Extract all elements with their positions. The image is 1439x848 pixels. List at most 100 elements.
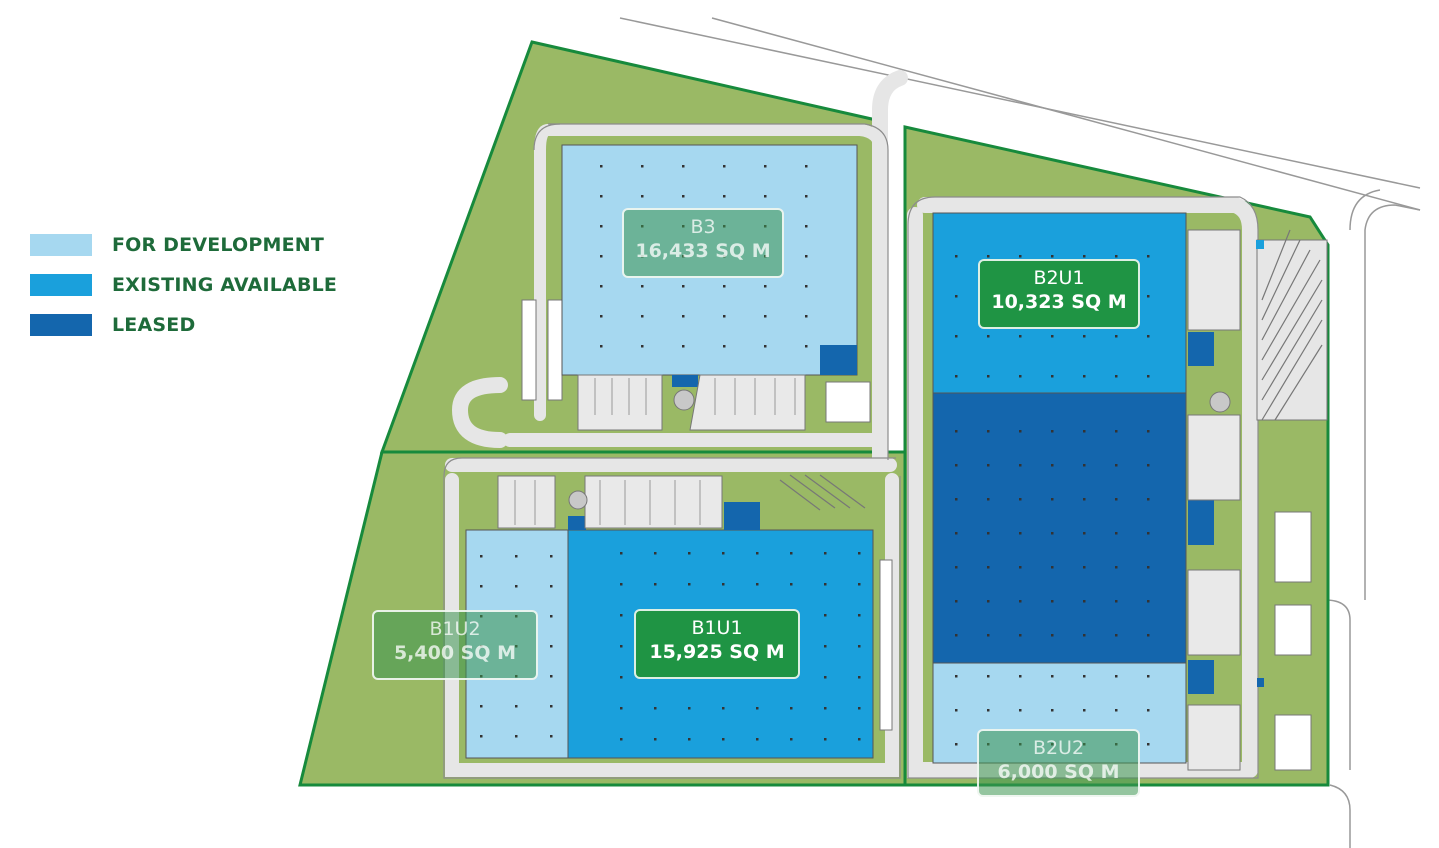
legend-swatch bbox=[30, 274, 92, 296]
column-dot bbox=[641, 165, 644, 168]
column-dot bbox=[764, 345, 767, 348]
column-dot bbox=[1051, 335, 1054, 338]
column-dot bbox=[824, 707, 827, 710]
column-dot bbox=[756, 583, 759, 586]
column-dot bbox=[764, 165, 767, 168]
column-dot bbox=[641, 285, 644, 288]
column-dot bbox=[682, 165, 685, 168]
column-dot bbox=[600, 315, 603, 318]
column-dot bbox=[790, 552, 793, 555]
legend-item-existing-available: EXISTING AVAILABLE bbox=[30, 265, 337, 305]
column-dot bbox=[987, 464, 990, 467]
column-dot bbox=[550, 555, 553, 558]
column-dot bbox=[987, 566, 990, 569]
column-dot bbox=[688, 738, 691, 741]
column-dot bbox=[1147, 566, 1150, 569]
column-dot bbox=[1147, 430, 1150, 433]
column-dot bbox=[688, 707, 691, 710]
column-dot bbox=[955, 532, 958, 535]
unit-label-b2u2[interactable]: B2U2 6,000 SQ M bbox=[977, 729, 1140, 797]
building-b3-office bbox=[820, 345, 857, 375]
column-dot bbox=[1083, 375, 1086, 378]
column-dot bbox=[987, 600, 990, 603]
column-dot bbox=[722, 738, 725, 741]
unit-area: 15,925 SQ M bbox=[649, 641, 785, 663]
column-dot bbox=[858, 614, 861, 617]
column-dot bbox=[722, 707, 725, 710]
column-dot bbox=[550, 615, 553, 618]
column-dot bbox=[1051, 255, 1054, 258]
external-road bbox=[619, 17, 1421, 848]
column-dot bbox=[550, 705, 553, 708]
column-dot bbox=[654, 552, 657, 555]
column-dot bbox=[1019, 255, 1022, 258]
column-dot bbox=[654, 707, 657, 710]
column-dot bbox=[1083, 675, 1086, 678]
column-dot bbox=[858, 676, 861, 679]
column-dot bbox=[688, 583, 691, 586]
column-dot bbox=[641, 345, 644, 348]
column-dot bbox=[1051, 634, 1054, 637]
column-dot bbox=[987, 335, 990, 338]
column-dot bbox=[987, 634, 990, 637]
column-dot bbox=[722, 583, 725, 586]
column-dot bbox=[1115, 255, 1118, 258]
unit-name: B2U2 bbox=[1032, 737, 1085, 759]
column-dot bbox=[756, 707, 759, 710]
column-dot bbox=[1147, 675, 1150, 678]
column-dot bbox=[515, 555, 518, 558]
column-dot bbox=[1051, 709, 1054, 712]
unit-label-b1u2[interactable]: B1U2 5,400 SQ M bbox=[372, 610, 538, 680]
column-dot bbox=[805, 255, 808, 258]
legend-swatch bbox=[30, 314, 92, 336]
column-dot bbox=[723, 285, 726, 288]
column-dot bbox=[858, 583, 861, 586]
car-park-stripes bbox=[779, 229, 1323, 511]
unit-label-b1u1[interactable]: B1U1 15,925 SQ M bbox=[634, 609, 800, 679]
column-dot bbox=[955, 255, 958, 258]
loading-docks bbox=[497, 229, 1241, 771]
column-dot bbox=[515, 735, 518, 738]
column-dot bbox=[756, 738, 759, 741]
column-dot bbox=[1083, 335, 1086, 338]
column-dot bbox=[1147, 295, 1150, 298]
column-dot bbox=[600, 195, 603, 198]
column-dot bbox=[1051, 566, 1054, 569]
column-dot bbox=[1051, 600, 1054, 603]
column-dot bbox=[480, 555, 483, 558]
column-dot bbox=[764, 315, 767, 318]
column-dot bbox=[858, 552, 861, 555]
column-dot bbox=[1019, 675, 1022, 678]
column-dot bbox=[550, 735, 553, 738]
column-dot bbox=[600, 345, 603, 348]
column-dot bbox=[515, 585, 518, 588]
column-dot bbox=[620, 707, 623, 710]
column-dot bbox=[1147, 532, 1150, 535]
column-dot bbox=[600, 225, 603, 228]
column-dot bbox=[620, 676, 623, 679]
unit-label-b3[interactable]: B3 16,433 SQ M bbox=[622, 208, 784, 278]
column-dot bbox=[824, 645, 827, 648]
column-dot bbox=[955, 335, 958, 338]
column-dot bbox=[1051, 498, 1054, 501]
column-dot bbox=[805, 195, 808, 198]
column-dot bbox=[641, 195, 644, 198]
column-dot bbox=[1019, 532, 1022, 535]
column-dot bbox=[1115, 634, 1118, 637]
utility-block bbox=[1257, 678, 1264, 687]
column-dot bbox=[1147, 600, 1150, 603]
column-dot bbox=[987, 375, 990, 378]
column-dot bbox=[620, 552, 623, 555]
column-dot bbox=[600, 285, 603, 288]
column-dot bbox=[723, 165, 726, 168]
column-dot bbox=[1115, 464, 1118, 467]
column-dot bbox=[790, 583, 793, 586]
column-dot bbox=[824, 614, 827, 617]
unit-name: B1U2 bbox=[429, 618, 481, 640]
column-dot bbox=[1083, 566, 1086, 569]
column-grid-dots bbox=[480, 165, 1150, 746]
unit-label-b2u1[interactable]: B2U1 10,323 SQ M bbox=[978, 259, 1140, 329]
column-dot bbox=[1019, 566, 1022, 569]
column-dot bbox=[1115, 375, 1118, 378]
column-dot bbox=[1115, 532, 1118, 535]
